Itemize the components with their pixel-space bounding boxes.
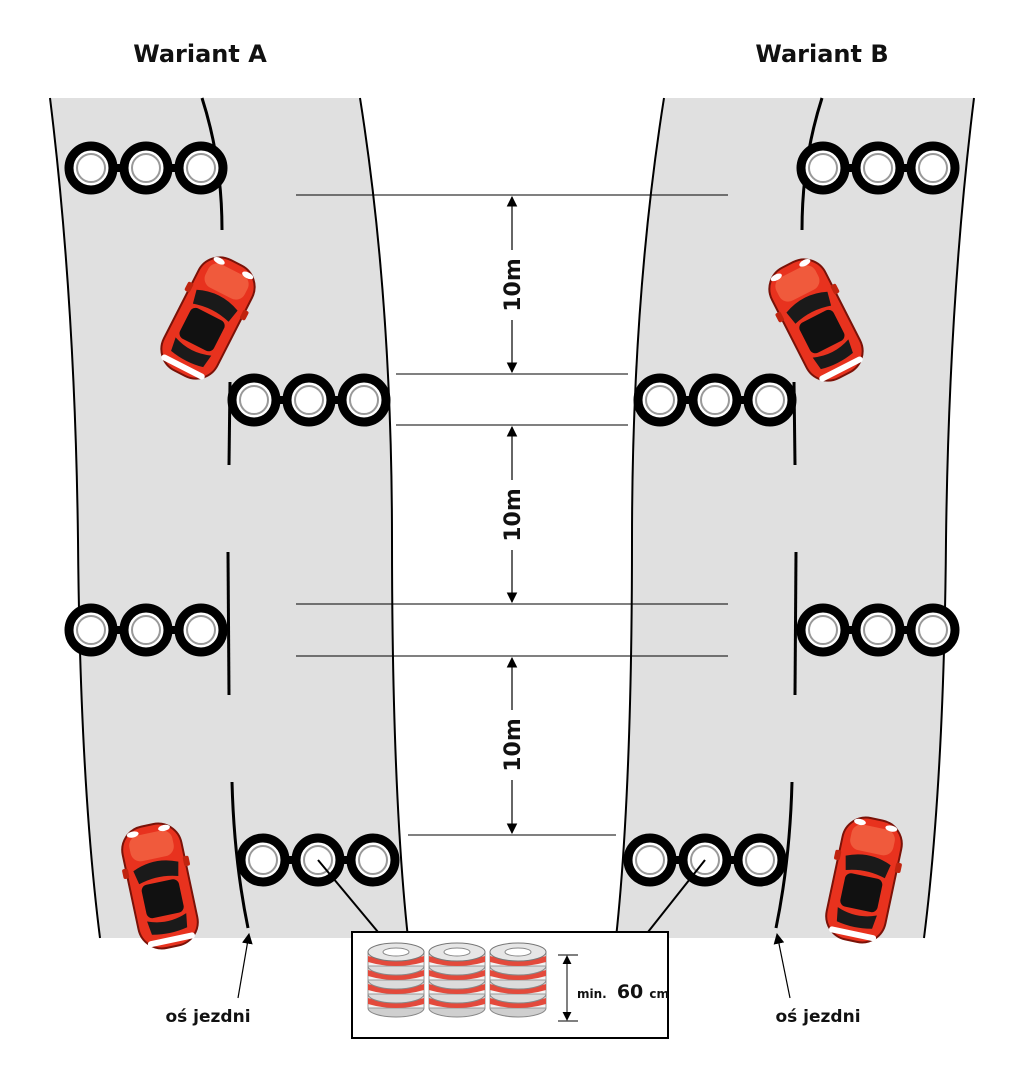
road-edge-right-b xyxy=(923,97,975,939)
axis-label-a: oś jezdni xyxy=(165,1007,250,1027)
dimension-label-3: 10m xyxy=(501,718,526,772)
min-value: 60 xyxy=(617,981,643,1003)
tire-barrier-icon xyxy=(232,378,386,422)
dimension-1: 10m xyxy=(498,195,526,374)
axis-pointer-b xyxy=(773,932,791,999)
tire-stack-icon xyxy=(367,942,425,1018)
dimension-label-2: 10m xyxy=(501,488,526,542)
dimension-label-1: 10m xyxy=(501,258,526,312)
road-surface-b xyxy=(616,98,974,938)
tire-barrier-icon xyxy=(69,146,223,190)
dimension-2: 10m xyxy=(498,425,526,604)
variant-a-title: Wariant A xyxy=(133,40,267,68)
variant-b-title: Wariant B xyxy=(755,40,888,68)
min-unit: cm xyxy=(649,987,669,1001)
tire-barrier-icon xyxy=(638,378,792,422)
tire-barrier-icon xyxy=(69,608,223,652)
tire-barrier-icon xyxy=(801,608,955,652)
road-variant-b xyxy=(615,97,975,939)
axis-pointer-a xyxy=(237,932,253,999)
dimension-3: 10m xyxy=(498,656,526,835)
road-edge-left-b xyxy=(615,97,665,939)
tire-stack-inset: min. 60 cm xyxy=(351,931,669,1039)
reference-lines xyxy=(296,194,728,836)
tire-stack-icon xyxy=(428,942,486,1018)
centerline-a-3 xyxy=(226,551,231,696)
tire-barrier-icon xyxy=(801,146,955,190)
callout-line-left xyxy=(317,859,379,933)
centerline-b-3 xyxy=(793,551,798,696)
road-variant-a xyxy=(49,97,409,939)
axis-label-b: oś jezdni xyxy=(775,1007,860,1027)
min-height-text: min. 60 cm xyxy=(577,981,669,1003)
tire-stack-icon xyxy=(489,942,547,1018)
road-edge-right-a xyxy=(359,97,409,939)
road-edge-left-a xyxy=(49,97,101,939)
min-label: min. xyxy=(577,987,607,1001)
callout-line-right xyxy=(647,859,706,933)
centerline-b-4 xyxy=(774,781,794,929)
road-surface-a xyxy=(50,98,408,938)
